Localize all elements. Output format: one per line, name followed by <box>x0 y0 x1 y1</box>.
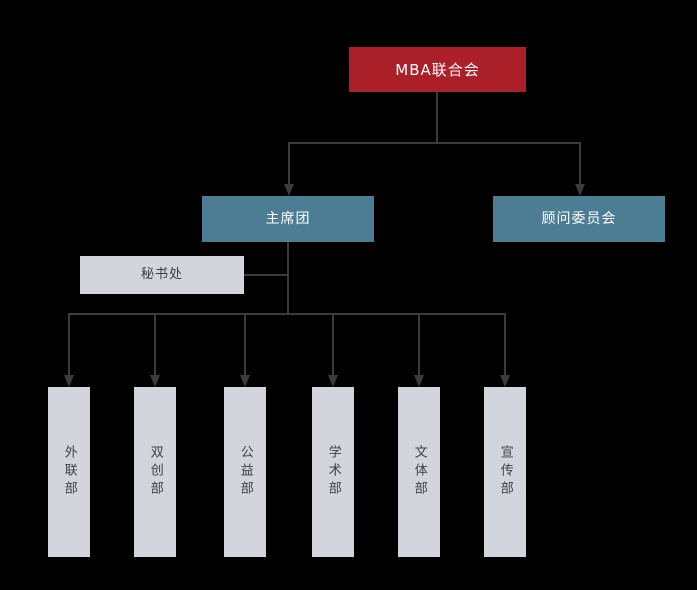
org-node-presidium: 主席团 <box>202 196 374 242</box>
connector-line-dept-drop-1 <box>68 313 70 377</box>
org-node-mba-federation: MBA联合会 <box>349 47 526 92</box>
connector-line-dept-drop-2 <box>154 313 156 377</box>
org-node-advisory-committee: 顾问委员会 <box>493 196 665 242</box>
org-node-dept-culture-sports: 文体部 <box>398 387 440 557</box>
arrowhead-icon-arrow-dept-6 <box>500 375 510 387</box>
connector-line-dept-drop-3 <box>244 313 246 377</box>
arrowhead-icon-arrow-presidium <box>284 184 294 196</box>
org-node-dept-innovation: 双创部 <box>134 387 176 557</box>
connector-line-presidium-drop <box>288 142 290 186</box>
connector-line-level2-bus <box>288 142 581 144</box>
connector-line-dept-drop-6 <box>504 313 506 377</box>
arrowhead-icon-arrow-dept-1 <box>64 375 74 387</box>
arrowhead-icon-arrow-advisory <box>575 184 585 196</box>
org-node-dept-outreach: 外联部 <box>48 387 90 557</box>
org-node-dept-public-welfare: 公益部 <box>224 387 266 557</box>
connector-line-dept-bus <box>68 313 506 315</box>
connector-line-secretariat-branch <box>244 274 288 276</box>
org-node-secretariat: 秘书处 <box>80 256 244 294</box>
connector-line-presidium-trunk <box>287 242 289 314</box>
connector-line-dept-drop-5 <box>418 313 420 377</box>
connector-line-advisory-drop <box>579 142 581 186</box>
arrowhead-icon-arrow-dept-3 <box>240 375 250 387</box>
arrowhead-icon-arrow-dept-5 <box>414 375 424 387</box>
connector-line-dept-drop-4 <box>332 313 334 377</box>
arrowhead-icon-arrow-dept-2 <box>150 375 160 387</box>
org-node-dept-publicity: 宣传部 <box>484 387 526 557</box>
arrowhead-icon-arrow-dept-4 <box>328 375 338 387</box>
connector-line-root-drop <box>436 92 438 143</box>
org-node-dept-academic: 学术部 <box>312 387 354 557</box>
